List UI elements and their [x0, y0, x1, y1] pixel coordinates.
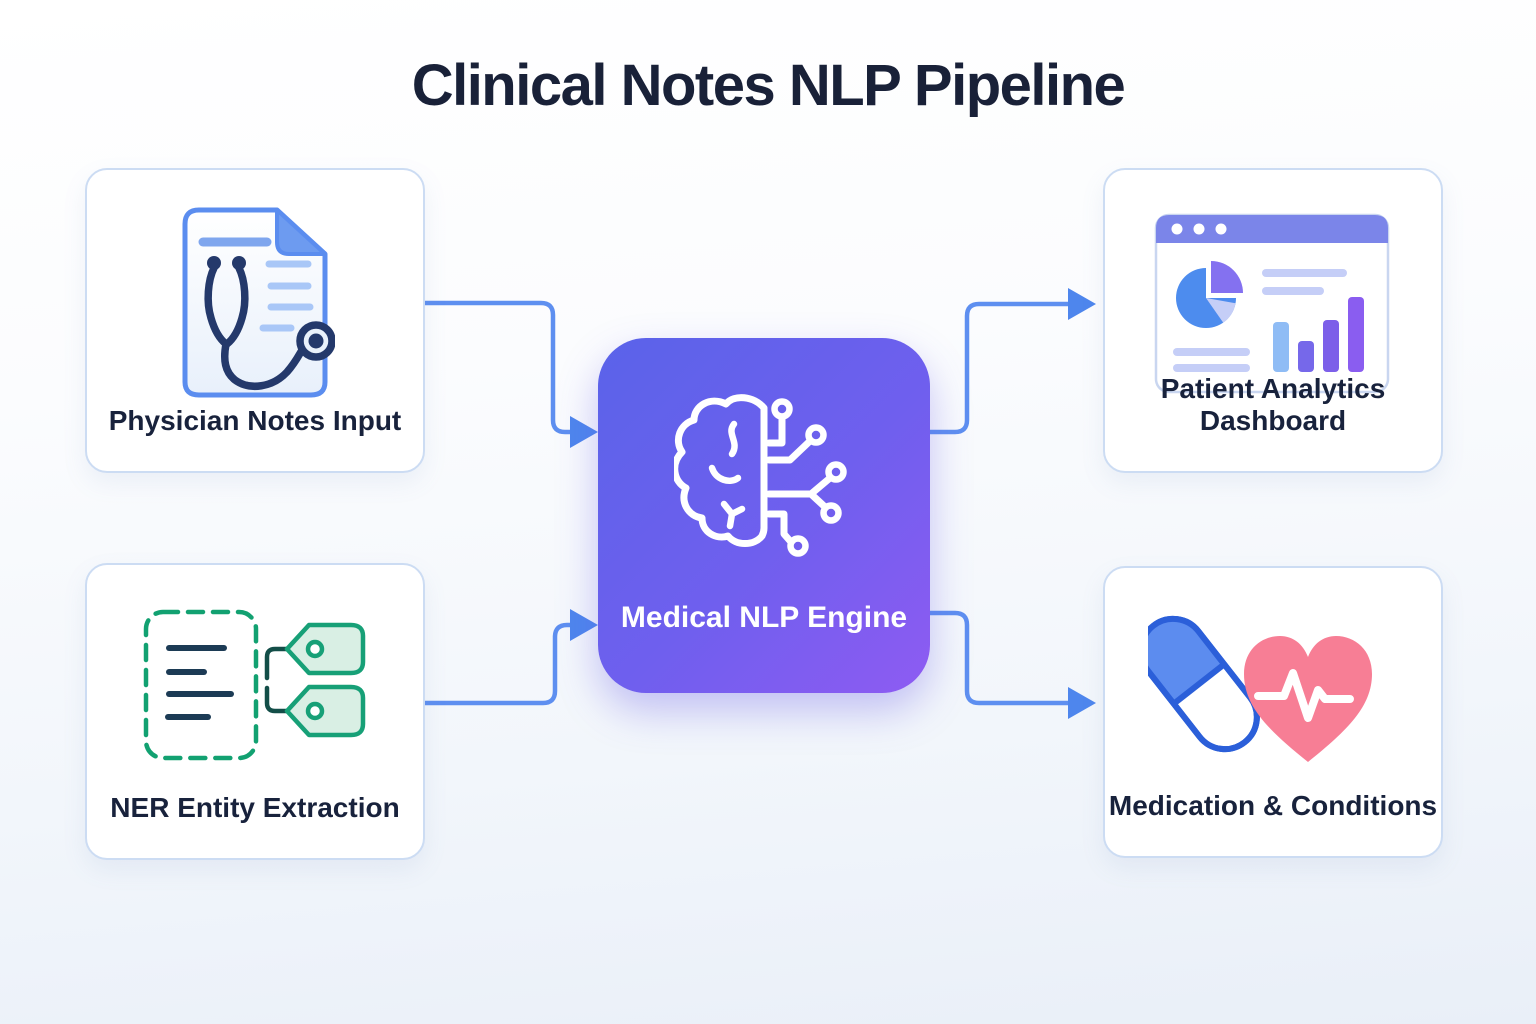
node-label: Medical NLP Engine: [620, 601, 908, 634]
node-nlp-engine: Medical NLP Engine: [598, 338, 930, 693]
node-label: Physician Notes Input: [108, 405, 402, 436]
node-analytics-dashboard: Patient Analytics Dashboard: [1103, 168, 1443, 473]
arrow-engine-to-medication: [927, 610, 1071, 706]
node-medication-conditions: Medication & Conditions: [1103, 566, 1443, 858]
node-label: Patient Analytics Dashboard: [1160, 373, 1386, 436]
pill-heart-icon: [1148, 615, 1372, 762]
node-ner-extraction: NER Entity Extraction: [85, 563, 425, 860]
arrow-ner-to-engine: [422, 622, 573, 706]
dashboard-charts-icon: [1154, 213, 1390, 394]
document-stethoscope-icon: [182, 207, 335, 398]
arrowhead-icon: [570, 609, 598, 641]
node-label: NER Entity Extraction: [110, 792, 400, 823]
arrowhead-icon: [1068, 288, 1096, 320]
arrow-engine-to-analytics: [927, 301, 1071, 435]
document-tags-icon: [143, 609, 366, 761]
arrow-physician-to-engine: [422, 300, 573, 435]
node-physician-notes: Physician Notes Input: [85, 168, 425, 473]
node-label: Medication & Conditions: [1108, 790, 1438, 821]
brain-circuit-icon: [674, 394, 847, 557]
arrowhead-icon: [570, 416, 598, 448]
arrowhead-icon: [1068, 687, 1096, 719]
page-title: Clinical Notes NLP Pipeline: [411, 53, 1126, 118]
